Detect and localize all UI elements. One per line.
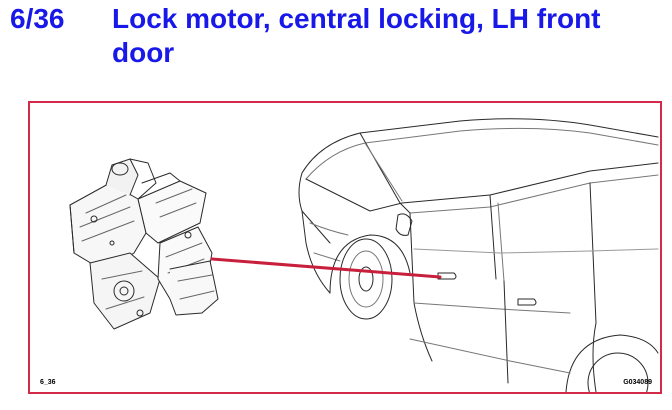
- pointer-line: [210, 257, 442, 279]
- figure-code-left: 6_36: [40, 379, 56, 386]
- figure-illustration: [69, 118, 659, 392]
- section-title: Lock motor, central locking, LH front do…: [112, 3, 601, 68]
- figure-frame: 6_36 G034089: [28, 101, 662, 394]
- section-number: 6/36: [10, 3, 65, 34]
- car-drawing: [298, 118, 659, 392]
- figure-code-right: G034089: [623, 379, 652, 386]
- lock-motor-drawing: [69, 158, 219, 330]
